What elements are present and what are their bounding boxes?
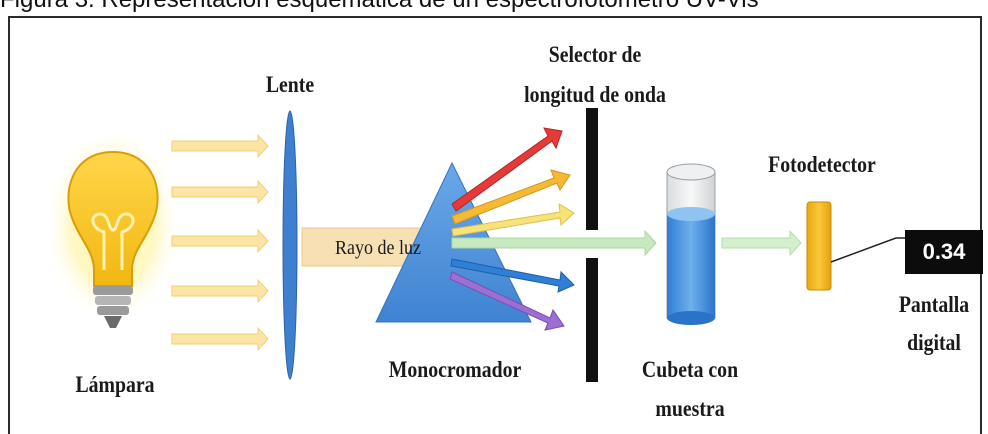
cuvette-icon: [666, 163, 716, 325]
photodetector-label: Fotodetector: [768, 152, 876, 177]
monochromator-label: Monocromador: [388, 357, 522, 382]
lamp-label: Lámpara: [75, 372, 155, 397]
screen-label-line2: digital: [907, 330, 961, 355]
transmitted-beam: [721, 229, 802, 257]
detector-icon: [806, 201, 832, 291]
screen-label-line1: Pantalla: [898, 292, 970, 317]
light-ray-label: Rayo de luz: [335, 237, 421, 259]
slit-icon: [586, 108, 598, 382]
signal-wire: [830, 237, 905, 263]
diagram-frame: [8, 16, 982, 434]
dispersed-rays: [449, 127, 575, 331]
selector-label-line1: Selector de: [548, 42, 642, 67]
green-beam: [451, 229, 657, 257]
figure-caption: Figura 3. Representación esquemática de …: [0, 0, 988, 16]
digital-display-value: 0.34: [905, 230, 983, 274]
cuvette-label-line2: muestra: [655, 396, 725, 421]
lens-icon: [282, 110, 298, 380]
lens-label: Lente: [265, 72, 315, 97]
lamp-arrows: [171, 133, 269, 352]
light-bulb-icon: [43, 135, 183, 335]
selector-label-line2: longitud de onda: [524, 82, 666, 107]
cuvette-label-line1: Cubeta con: [641, 357, 739, 382]
